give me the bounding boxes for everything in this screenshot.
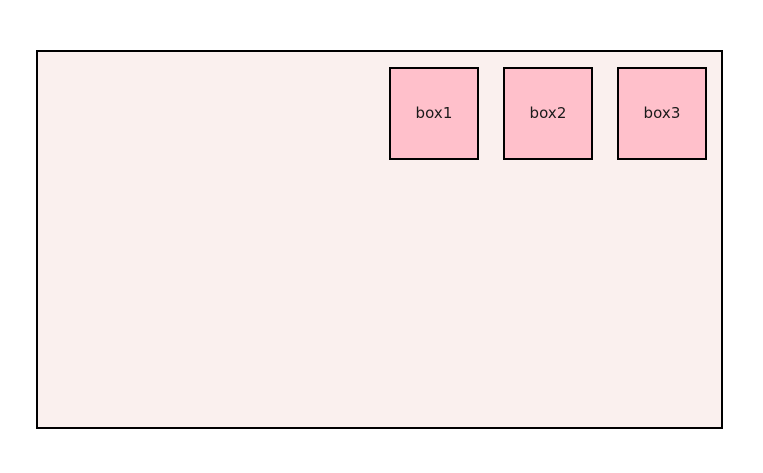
flex-item-box3[interactable]: box3 bbox=[617, 67, 707, 160]
flex-item-box1[interactable]: box1 bbox=[389, 67, 479, 160]
flex-item-label-box3: box3 bbox=[643, 104, 681, 122]
flex-item-label-box2: box2 bbox=[529, 104, 567, 122]
flex-container: box1 box2 box3 bbox=[36, 50, 723, 429]
flex-item-box2[interactable]: box2 bbox=[503, 67, 593, 160]
flex-item-label-box1: box1 bbox=[415, 104, 453, 122]
